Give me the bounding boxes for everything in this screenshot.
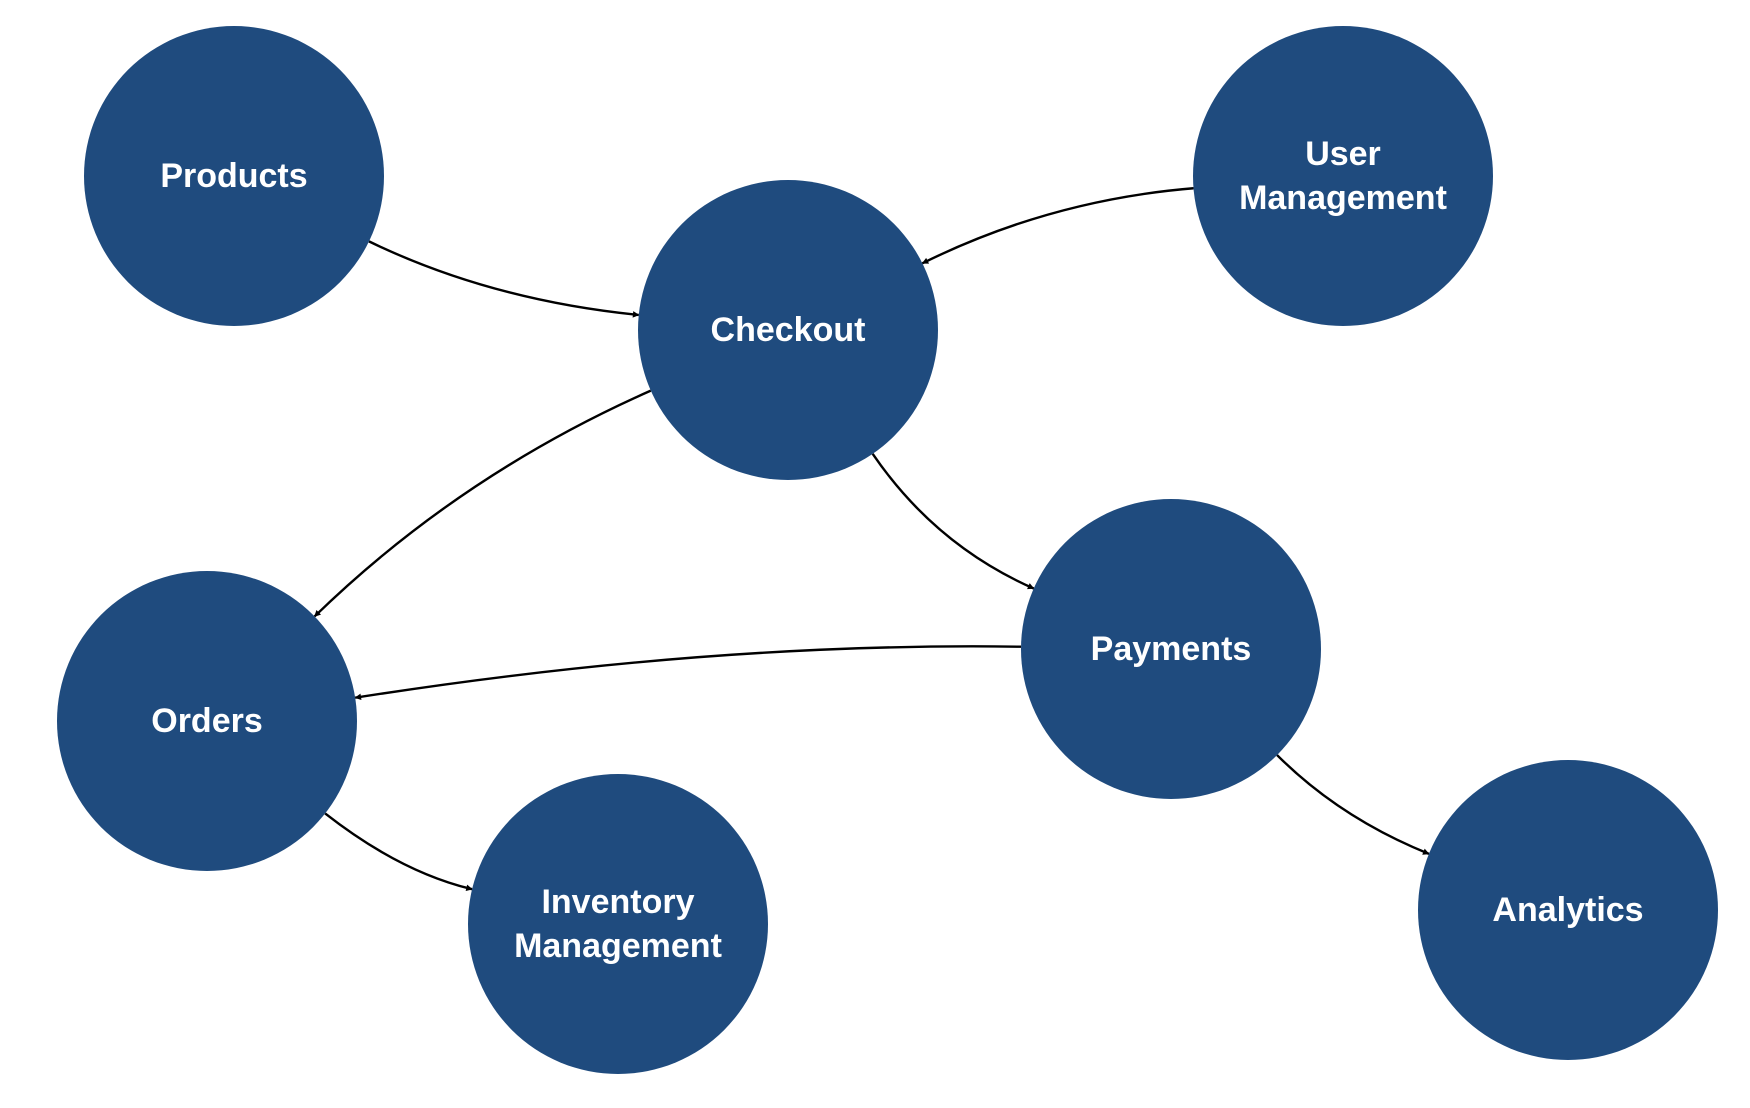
edge-payments-to-analytics [1276,754,1430,855]
edge-user-management-to-checkout [921,187,1194,265]
edge-checkout-to-orders [313,389,652,618]
node-circle-payments [1021,499,1321,799]
node-label-analytics-line-1: Analytics [1492,891,1643,929]
node-circle-orders [57,571,357,871]
node-label-user-management-line-1: User [1305,135,1381,173]
node-analytics: Analytics [1418,760,1718,1060]
node-payments: Payments [1021,499,1321,799]
node-products: Products [84,26,384,326]
node-circle-user-management [1193,26,1493,326]
node-label-orders-line-1: Orders [151,702,263,740]
edge-checkout-to-payments [871,453,1035,590]
edge-payments-to-orders [354,645,1022,701]
node-circle-checkout [638,180,938,480]
node-circle-analytics [1418,760,1718,1060]
edge-products-to-checkout [368,240,640,318]
nodes: ProductsCheckoutUserManagementOrdersPaym… [57,26,1718,1074]
node-label-products-line-1: Products [160,157,307,195]
node-label-payments-line-1: Payments [1091,630,1252,668]
node-orders: Orders [57,571,357,871]
node-circle-products [84,26,384,326]
node-label-user-management-line-2: Management [1239,179,1447,217]
node-circle-inventory-management [468,774,768,1074]
edges [313,187,1430,891]
node-label-checkout-line-1: Checkout [711,311,866,349]
node-label-inventory-management-line-1: Inventory [541,883,694,921]
node-checkout: Checkout [638,180,938,480]
node-label-inventory-management-line-2: Management [514,927,722,965]
edge-orders-to-inventory-management [324,812,473,891]
